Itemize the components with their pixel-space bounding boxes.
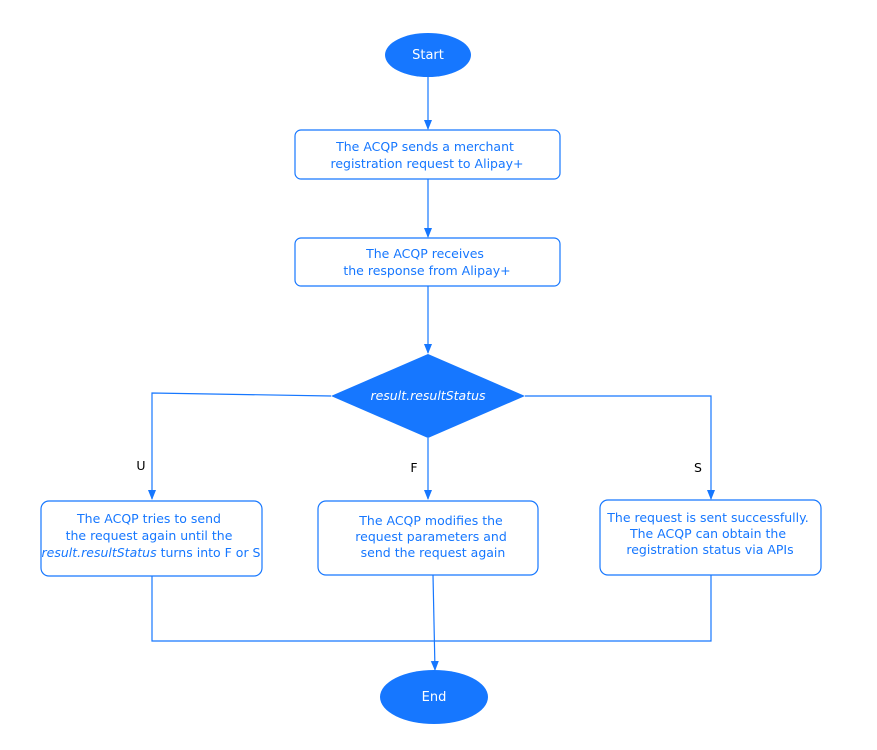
edge-decision-s xyxy=(525,395,715,500)
send-request-box xyxy=(294,129,561,180)
branch-label-u: U xyxy=(136,458,145,473)
start-label: Start xyxy=(412,48,444,63)
decision-diamond xyxy=(331,354,525,438)
branch-label-f: F xyxy=(410,460,417,475)
success-label: The request is sent successfully. The AC… xyxy=(606,510,812,557)
decision-label: result.resultStatus xyxy=(370,388,486,403)
receive-response-label: The ACQP receives the response from Alip… xyxy=(343,246,510,278)
retry-box xyxy=(40,500,263,577)
edge-modify-end xyxy=(430,574,439,671)
modify-label: The ACQP modifies the request parameters… xyxy=(355,513,510,560)
start-node xyxy=(385,33,471,77)
merge-line xyxy=(151,575,712,642)
success-box xyxy=(599,499,822,576)
retry-label: The ACQP tries to send the request again… xyxy=(42,511,261,560)
end-label: End xyxy=(422,690,447,705)
receive-response-box xyxy=(294,237,561,287)
end-node xyxy=(380,670,488,724)
branch-label-s: S xyxy=(694,460,702,475)
edge-decision-u xyxy=(148,392,332,500)
send-request-label: The ACQP sends a merchant registration r… xyxy=(330,139,523,171)
modify-box xyxy=(317,500,539,576)
